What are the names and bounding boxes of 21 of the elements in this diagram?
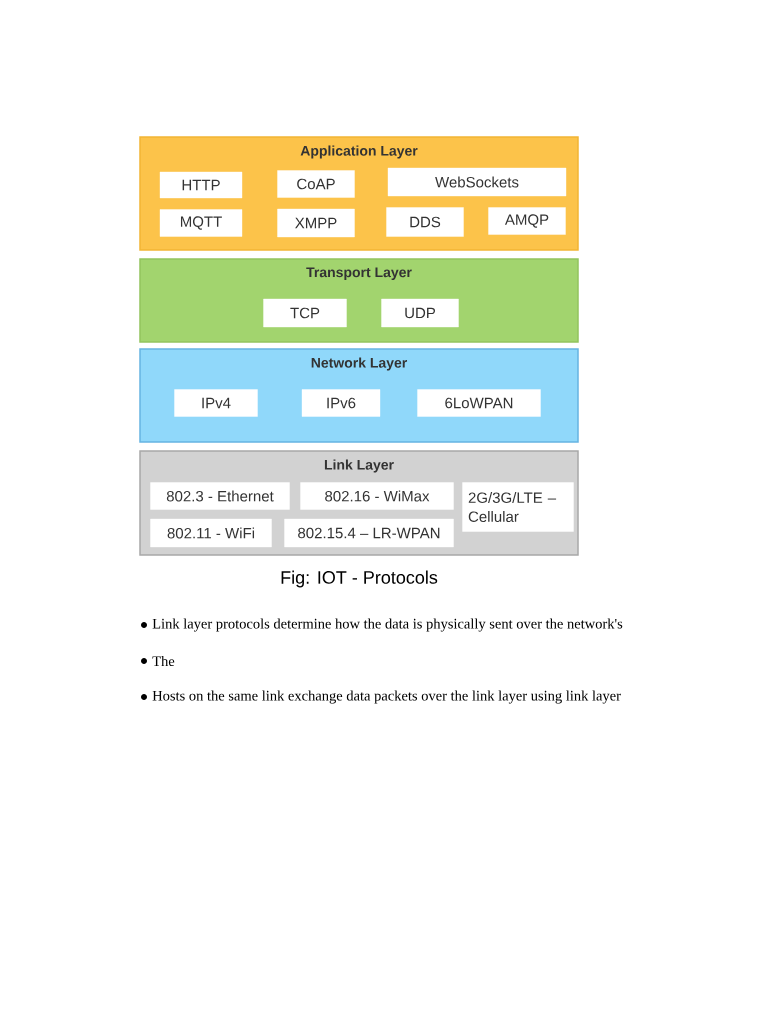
protocol-box: HTTP — [159, 171, 243, 199]
protocol-box: 802.15.4 – LR-WPAN — [284, 518, 454, 548]
protocol-box: DDS — [386, 207, 464, 237]
protocol-box: UDP — [381, 298, 459, 328]
protocol-box: IPv4 — [174, 389, 258, 417]
protocol-box: 6LoWPAN — [417, 389, 541, 417]
protocol-box: TCP — [263, 298, 347, 328]
protocol-box: 802.16 - WiMax — [300, 482, 454, 510]
bullet-text: The — [152, 655, 175, 667]
protocol-box: XMPP — [277, 208, 355, 238]
protocol-box: 802.3 - Ethernet — [150, 482, 290, 510]
bullet-text: Hosts on the same link exchange data packets over the link layer using link layer — [152, 690, 621, 704]
protocol-box: WebSockets — [387, 167, 567, 197]
protocol-box: AMQP — [488, 207, 566, 235]
protocol-box: CoAP — [277, 170, 355, 198]
protocol-box: 2G/3G/LTE – Cellular — [462, 482, 574, 532]
figure-caption: Fig: IOT - Protocols — [281, 570, 438, 588]
protocol-box: MQTT — [159, 209, 243, 237]
protocol-box: IPv6 — [301, 389, 381, 417]
bullet-text: Link layer protocols determine how the data is physically sent over the network's — [152, 618, 623, 632]
protocol-box: 802.11 - WiFi — [150, 518, 272, 548]
